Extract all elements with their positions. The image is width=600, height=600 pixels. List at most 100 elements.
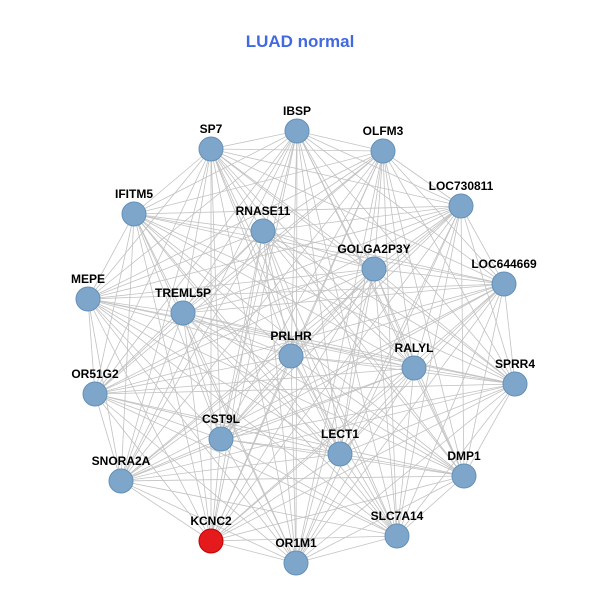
edge [396,383,516,537]
edge [120,268,375,482]
edge [295,535,398,564]
edge [133,213,465,477]
edge [94,367,415,395]
edge [373,268,398,537]
edge [262,230,375,270]
node-sp7 [198,136,224,162]
edge [290,355,415,369]
edge [290,268,375,357]
edge [94,393,341,455]
edge [339,453,398,537]
edge [94,393,398,537]
edge [120,150,384,482]
edge [210,205,462,542]
node-loc730811 [448,193,474,219]
node-label-kcnc2: KCNC2 [190,514,232,528]
node-treml5p [170,300,196,326]
node-label-rnase11: RNASE11 [236,204,291,218]
edge [94,268,375,395]
edge [396,475,465,537]
node-mepe [75,286,101,312]
node-label-snora2a: SNORA2A [92,454,151,468]
edge [87,268,375,300]
edge [133,213,264,232]
node-label-ibsp: IBSP [283,104,311,118]
node-or1m1 [283,550,309,576]
edge [133,150,384,215]
node-label-sp7: SP7 [200,122,223,136]
edge [210,383,516,542]
node-label-ralyl: RALYL [395,341,434,355]
edge [87,298,398,537]
edge [295,150,384,564]
edge [182,150,384,314]
edge [120,213,135,482]
edge [94,148,212,395]
edge [87,283,505,300]
edge [182,130,298,314]
plot-title: LUAD normal [246,32,355,51]
edge [120,367,415,482]
edge [210,148,415,369]
edge-layer [87,130,516,564]
edge [220,438,341,455]
edge [120,475,465,482]
edge [182,205,462,314]
edge [210,475,465,542]
edge [94,312,184,395]
edge [94,393,122,482]
edge [220,205,462,440]
node-ifitm5 [121,201,147,227]
edge [339,367,415,455]
edge [382,150,415,369]
edge [396,367,415,537]
edge [94,130,298,395]
node-label-loc644669: LOC644669 [471,257,537,271]
edge [182,312,212,542]
node-layer [75,118,528,576]
node-or51g2 [82,381,108,407]
edge [413,367,516,385]
edge [120,148,212,482]
edge [182,312,398,537]
edge [262,230,297,564]
edge [295,283,505,564]
edge [210,148,505,285]
edge [396,205,462,537]
edge [460,205,516,385]
node-label-olfm3: OLFM3 [363,124,404,138]
edge [373,150,384,270]
edge [295,367,415,564]
node-label-treml5p: TREML5P [155,286,211,300]
edge [262,230,415,369]
node-label-or51g2: OR51G2 [71,367,119,381]
edge [210,535,398,542]
node-label-prlhr: PRLHR [270,329,312,343]
edge [210,148,384,152]
node-label-lect1: LECT1 [321,427,359,441]
node-golga2p3y [361,256,387,282]
edge [413,283,505,369]
edge [94,283,505,395]
edge [210,283,505,542]
edge [413,205,462,369]
edge [262,230,505,285]
edge [182,312,292,357]
edge [133,213,516,385]
node-dmp1 [451,463,477,489]
edge [220,283,505,440]
edge [262,230,516,385]
edge [133,213,297,564]
edge [182,268,375,314]
node-lect1 [327,441,353,467]
edge [87,298,297,564]
edge [94,383,516,395]
edge [296,130,465,477]
edge [220,230,264,440]
edge [120,438,222,482]
node-label-loc730811: LOC730811 [429,179,494,193]
node-ibsp [284,118,310,144]
edge [120,312,184,482]
